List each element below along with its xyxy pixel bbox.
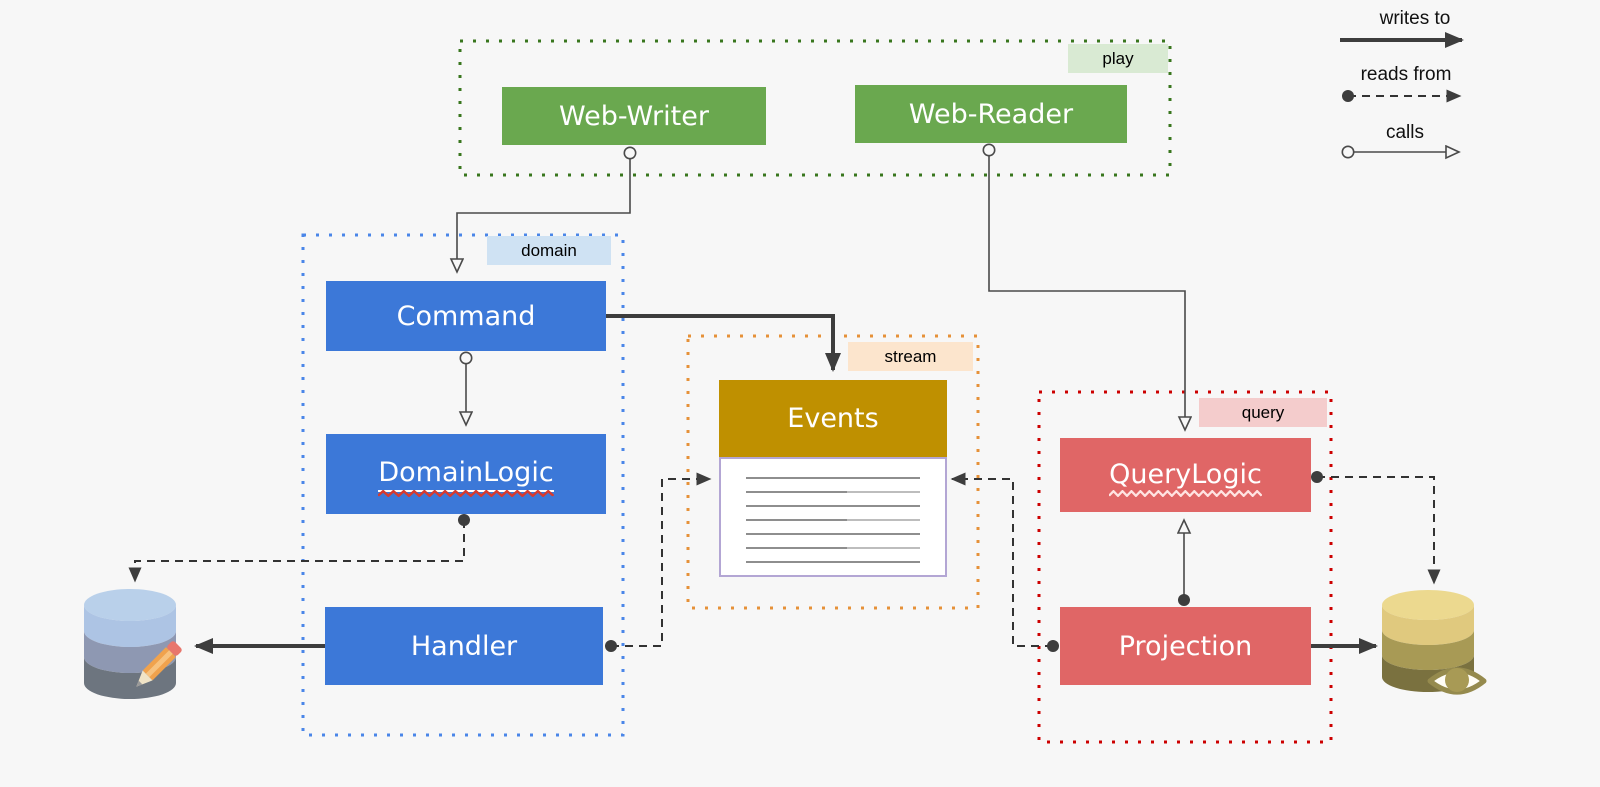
- events-line: [746, 491, 920, 493]
- group-badge-query: query: [1199, 398, 1327, 427]
- events-line: [746, 477, 920, 479]
- node-projection[interactable]: Projection: [1060, 607, 1311, 685]
- node-domain-logic-label: DomainLogic: [378, 457, 554, 492]
- node-handler-label: Handler: [410, 630, 518, 662]
- node-events-header[interactable]: Events: [719, 380, 947, 457]
- database-pencil-icon: [84, 589, 182, 699]
- node-projection-label: Projection: [1118, 630, 1253, 662]
- events-line: [746, 561, 920, 563]
- group-badge-stream: stream: [848, 342, 973, 371]
- events-line: [746, 505, 920, 507]
- events-line: [746, 533, 920, 535]
- node-web-reader[interactable]: Web-Reader: [855, 85, 1127, 143]
- node-web-writer-label: Web-Writer: [559, 100, 709, 132]
- node-events-label: Events: [787, 403, 879, 434]
- group-badge-play: play: [1068, 44, 1168, 73]
- events-line: [746, 547, 920, 549]
- group-badge-domain-label: domain: [521, 240, 577, 260]
- node-query-logic[interactable]: QueryLogic: [1060, 438, 1311, 512]
- node-command[interactable]: Command: [326, 281, 606, 351]
- spellcheck-squiggle-icon: [1109, 489, 1262, 497]
- arrow-command-writes-events: [606, 314, 841, 372]
- arrow-projection-reads-events: [950, 472, 1059, 652]
- legend-reads-from-label: reads from: [1360, 64, 1452, 85]
- node-query-logic-label-wrap: QueryLogic: [1109, 458, 1262, 497]
- events-line: [746, 519, 920, 521]
- eye-icon: [1427, 667, 1487, 695]
- group-badge-play-label: play: [1102, 48, 1134, 68]
- arrow-web-reader-calls-query-logic: [989, 150, 1185, 429]
- node-query-logic-label: QueryLogic: [1109, 458, 1262, 490]
- pencil-icon: [136, 641, 182, 687]
- group-badge-query-label: query: [1241, 402, 1285, 422]
- group-badge-domain: domain: [487, 236, 611, 265]
- node-domain-logic-label-wrap: DomainLogic: [378, 457, 554, 497]
- database-eye-icon: [1382, 590, 1487, 695]
- node-web-reader-label: Web-Reader: [908, 98, 1074, 130]
- node-command-label: Command: [396, 300, 536, 332]
- events-list: [719, 457, 947, 577]
- arrow-handler-reads-events: [605, 472, 712, 652]
- node-domain-logic[interactable]: DomainLogic: [326, 434, 606, 514]
- node-web-writer[interactable]: Web-Writer: [502, 87, 766, 145]
- spellcheck-squiggle-icon: [378, 489, 554, 497]
- arrow-query-logic-reads-db: [1311, 471, 1441, 585]
- arrow-domain-logic-reads-db: [128, 514, 470, 583]
- group-badge-stream-label: stream: [884, 346, 937, 366]
- node-handler[interactable]: Handler: [325, 607, 603, 685]
- legend-writes-to-label: writes to: [1379, 8, 1451, 29]
- legend-calls-label: calls: [1385, 122, 1424, 143]
